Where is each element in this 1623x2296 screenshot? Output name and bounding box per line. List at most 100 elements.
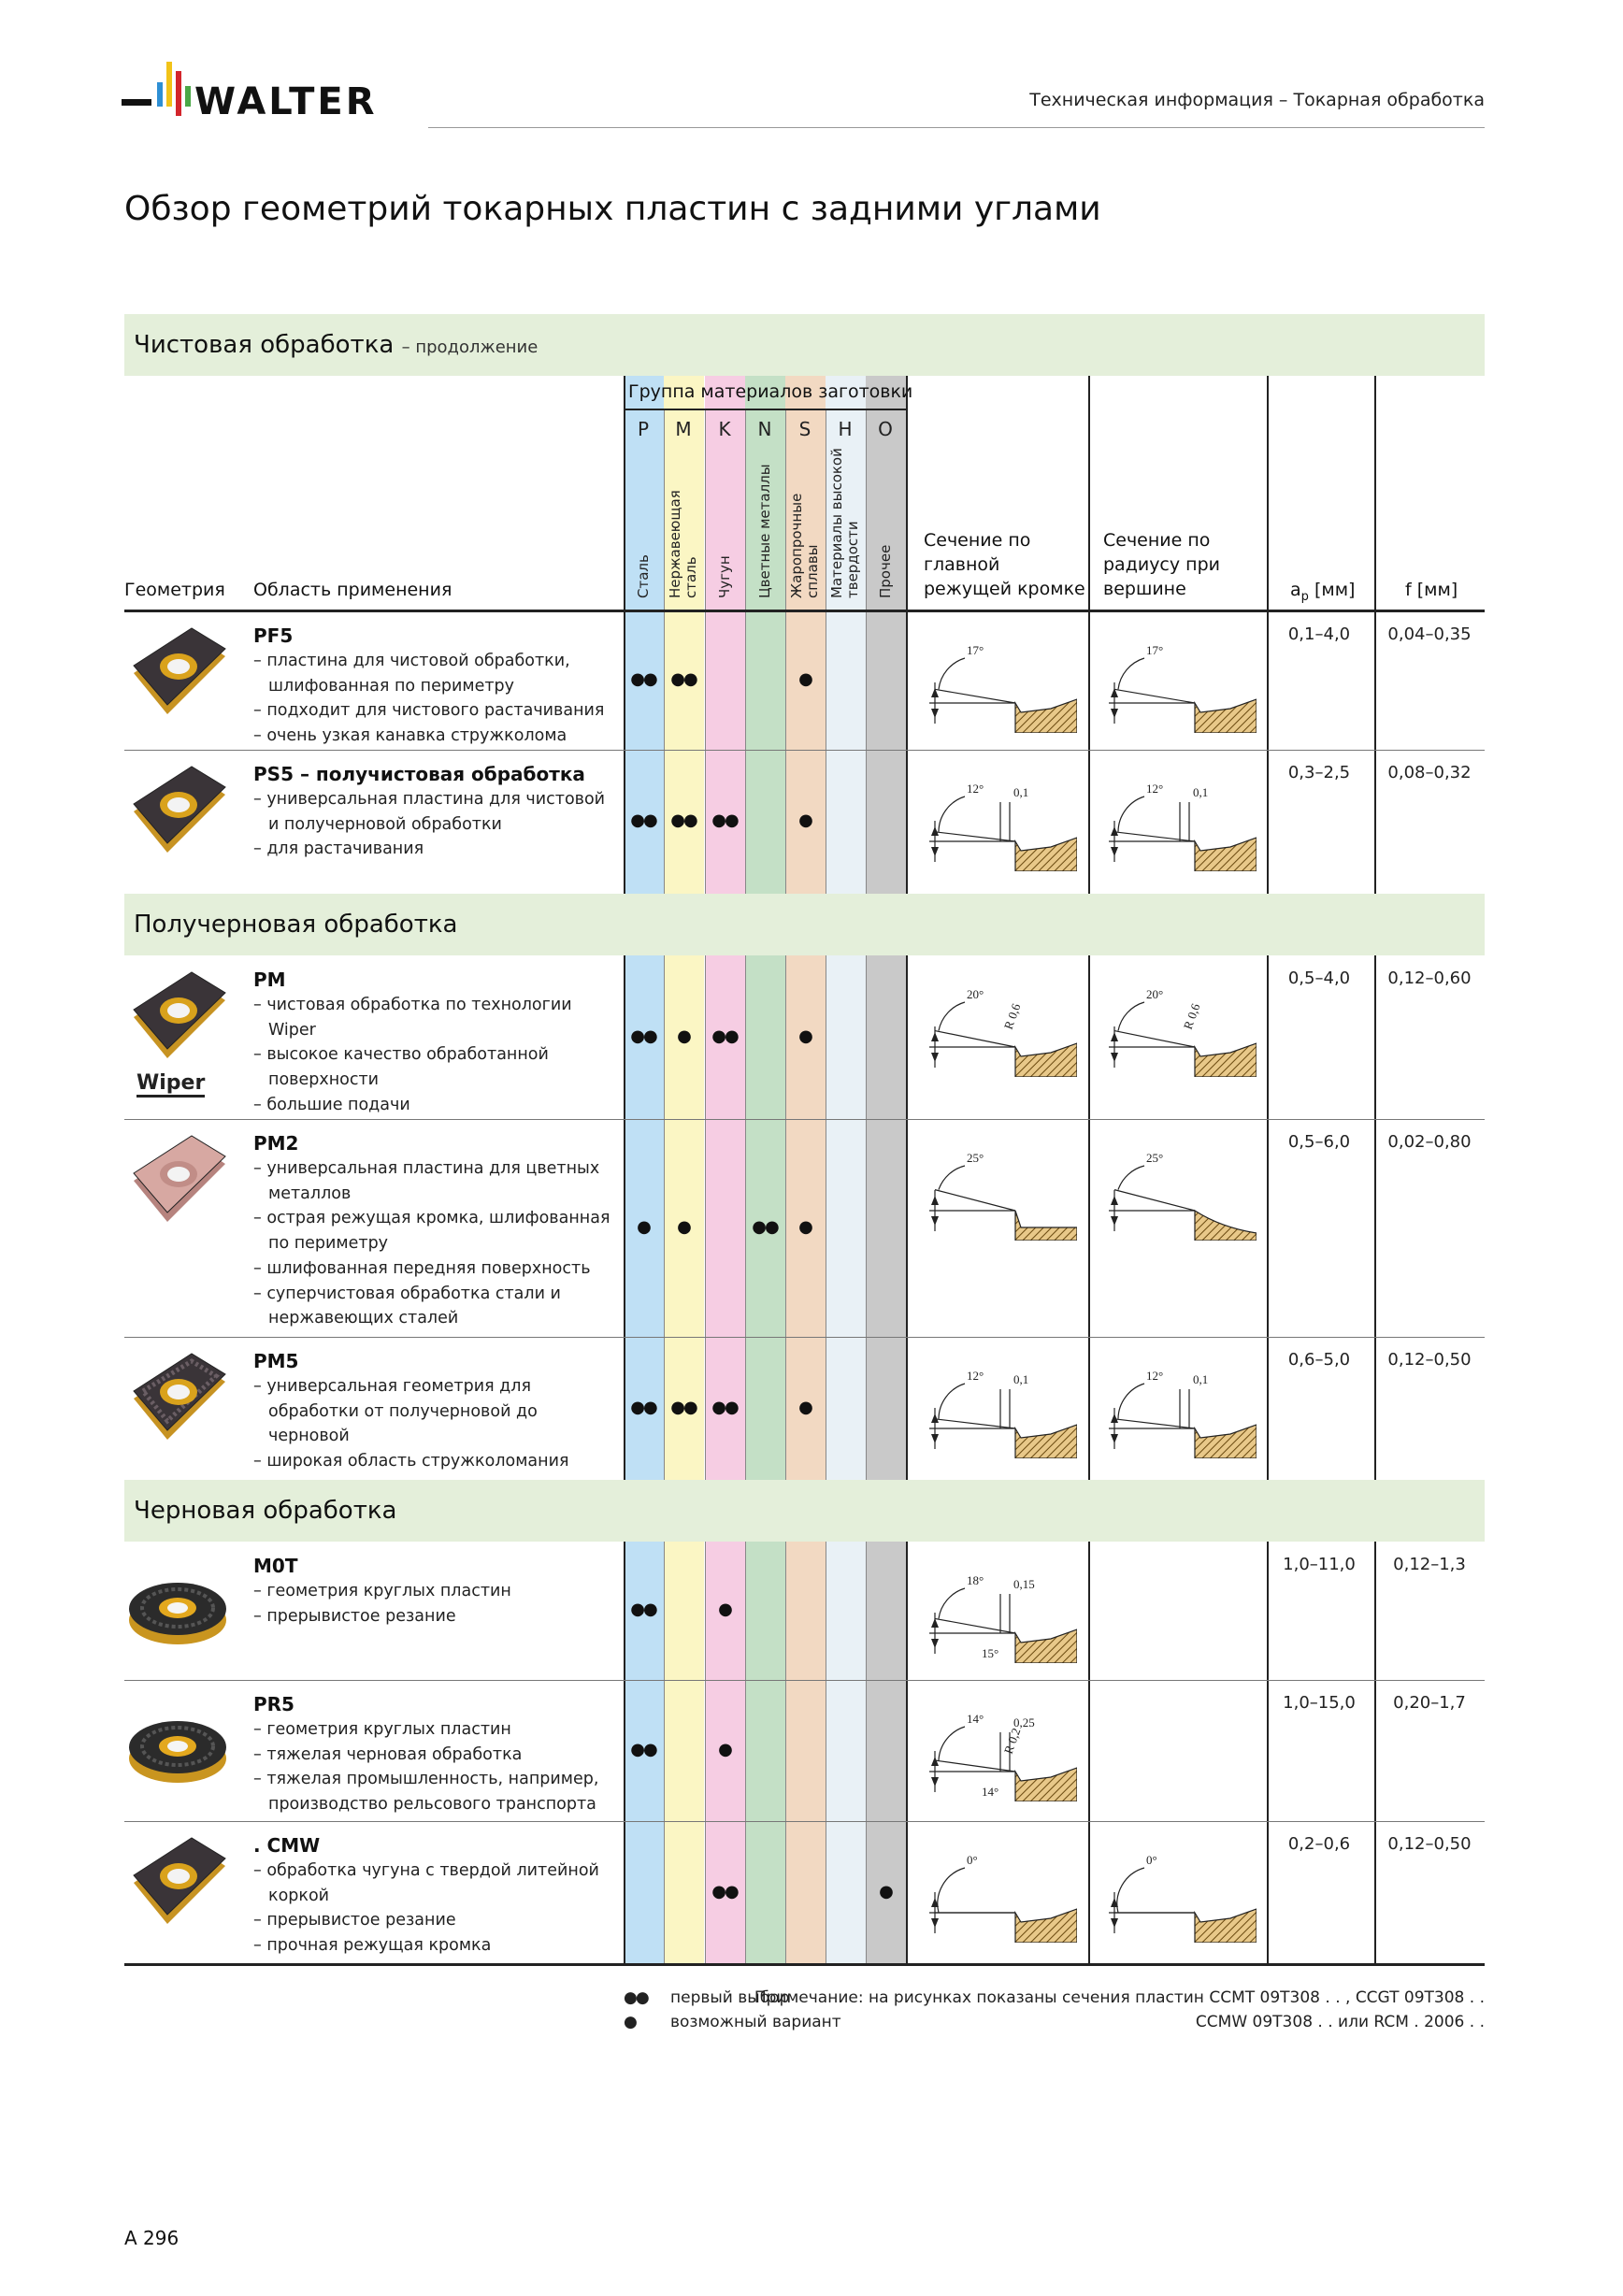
insert-image [124,1834,232,1928]
svg-text:12°: 12° [1146,1369,1163,1383]
grid-line-vertical [624,1542,625,1964]
grid-line-vertical [785,409,786,894]
material-letter-M: M [675,418,692,440]
description-line: – чистовая обработка по технологии Wiper [253,996,572,1040]
suitability-P: ● [637,1216,652,1237]
svg-text:15°: 15° [982,1646,998,1660]
svg-text:R 0,6: R 0,6 [1181,1001,1203,1031]
grid-line-vertical [1267,1542,1269,1964]
geometry-name: PF5 [253,624,294,647]
description-line: – острая режущая кромка, шлифованная по … [253,1209,610,1254]
grid-line-vertical [745,409,746,894]
section-radius-drawing: 12° 0,1 [1090,1356,1257,1459]
ap-range: 1,0–15,0 [1283,1693,1356,1713]
insert-image [124,1555,232,1648]
material-letter-H: H [838,418,853,440]
grid-line-vertical [624,955,625,1480]
insert-image [124,1350,232,1443]
suitability-S: ● [798,811,813,830]
footnote: Примечание: на рисунках показаны сечения… [754,1986,1485,2034]
legend-possible: возможный вариант [670,2013,841,2031]
section-main-drawing: 12° 0,1 [911,768,1078,872]
row-separator [124,1821,1485,1822]
header-geometry: Геометрия [124,580,225,600]
material-name-S: Жаропрочные сплавы [788,493,821,598]
grid-line-vertical [866,1542,867,1964]
suitability-K: ●● [711,1881,739,1901]
svg-text:14°: 14° [967,1712,984,1726]
grid-line-vertical [624,376,625,894]
grid-line-vertical [906,376,908,894]
grid-line-vertical [664,1542,665,1964]
description-line: – тяжелая промышленность, например, прои… [253,1770,599,1815]
svg-text:R 0,2: R 0,2 [1001,1726,1024,1756]
grid-line-vertical [664,409,665,894]
section-title: Чистовая обработка [134,331,395,359]
material-column-M [664,376,704,1964]
insert-image [124,1693,232,1787]
suitability-P: ●● [630,1397,657,1417]
geometry-description: – универсальная пластина для цветных мет… [253,1156,618,1331]
material-letter-N: N [757,418,772,440]
svg-text:12°: 12° [967,782,984,796]
f-range: 0,04–0,35 [1387,624,1472,644]
insert-image [124,624,232,718]
footnote-line1: Примечание: на рисунках показаны сечения… [754,1988,1485,2007]
svg-text:25°: 25° [967,1151,984,1165]
svg-text:0,15: 0,15 [1013,1577,1035,1591]
material-name-P: Сталь [634,554,652,598]
section-radius-drawing: 0° [1090,1840,1257,1944]
suitability-K: ●● [711,1397,739,1417]
grid-line-vertical [1088,376,1090,894]
table-bottom-rule [124,1963,1485,1966]
grid-line-vertical [1088,955,1090,1480]
svg-text:0°: 0° [967,1853,978,1867]
grid-line-vertical [1267,376,1269,894]
svg-text:0,1: 0,1 [1013,785,1028,799]
page-number: A 296 [124,2227,180,2249]
geometry-description: – чистовая обработка по технологии Wiper… [253,993,618,1118]
geometry-description: – геометрия круглых пластин– прерывистое… [253,1579,618,1629]
header-rule [428,127,1485,128]
description-line: – суперчистовая обработка стали и нержав… [253,1284,561,1328]
f-range: 0,12–1,3 [1393,1555,1466,1574]
ap-range: 0,5–4,0 [1287,969,1351,988]
brand-name: WALTER [194,80,378,123]
geometry-description: – пластина для чистовой обработки, шлифо… [253,649,618,749]
suitability-K: ●● [711,1026,739,1046]
grid-line-vertical [1374,1542,1376,1964]
description-line: – для растачивания [253,839,424,859]
row-separator [124,1680,1485,1681]
svg-text:0°: 0° [1146,1853,1157,1867]
header-section-radius: Сечение по радиусу при вершине [1103,530,1220,599]
section-main-drawing: 20°R 0,6 [911,974,1078,1078]
suitability-K: ● [718,1600,733,1619]
section-title: Черновая обработка [134,1497,397,1525]
suitability-O: ● [879,1881,894,1901]
section-main-drawing: 12°0,1 [911,1356,1078,1459]
insert-image [124,763,232,856]
grid-line-vertical [705,1542,706,1964]
ap-range: 0,6–5,0 [1287,1350,1351,1370]
geometry-name: PM [253,969,286,991]
material-letter-S: S [798,418,812,440]
f-range: 0,12–0,60 [1387,969,1472,988]
section-roughing: Черновая обработка [124,1480,1485,1542]
description-line: – прерывистое резание [253,1606,456,1626]
suitability-M: ● [677,1026,692,1046]
description-line: – тяжелая черновая обработка [253,1744,523,1764]
section-radius-drawing: 25° [1090,1138,1257,1241]
wiper-badge: Wiper [136,1071,206,1098]
description-line: – пластина для чистовой обработки, шлифо… [253,652,570,696]
suitability-N: ●● [752,1216,779,1237]
svg-text:0,1: 0,1 [1193,1372,1208,1386]
f-range: 0,12–0,50 [1387,1834,1472,1854]
grid-line-vertical [705,409,706,894]
f-range: 0,12–0,50 [1387,1350,1472,1370]
svg-text:14°: 14° [982,1785,998,1799]
description-line: – геометрия круглых пластин [253,1720,511,1739]
geometry-name: PS5 – получистовая обработка [253,763,585,785]
ap-range: 0,3–2,5 [1287,763,1351,782]
svg-text:20°: 20° [1146,987,1163,1001]
grid-line-vertical [1267,955,1269,1480]
